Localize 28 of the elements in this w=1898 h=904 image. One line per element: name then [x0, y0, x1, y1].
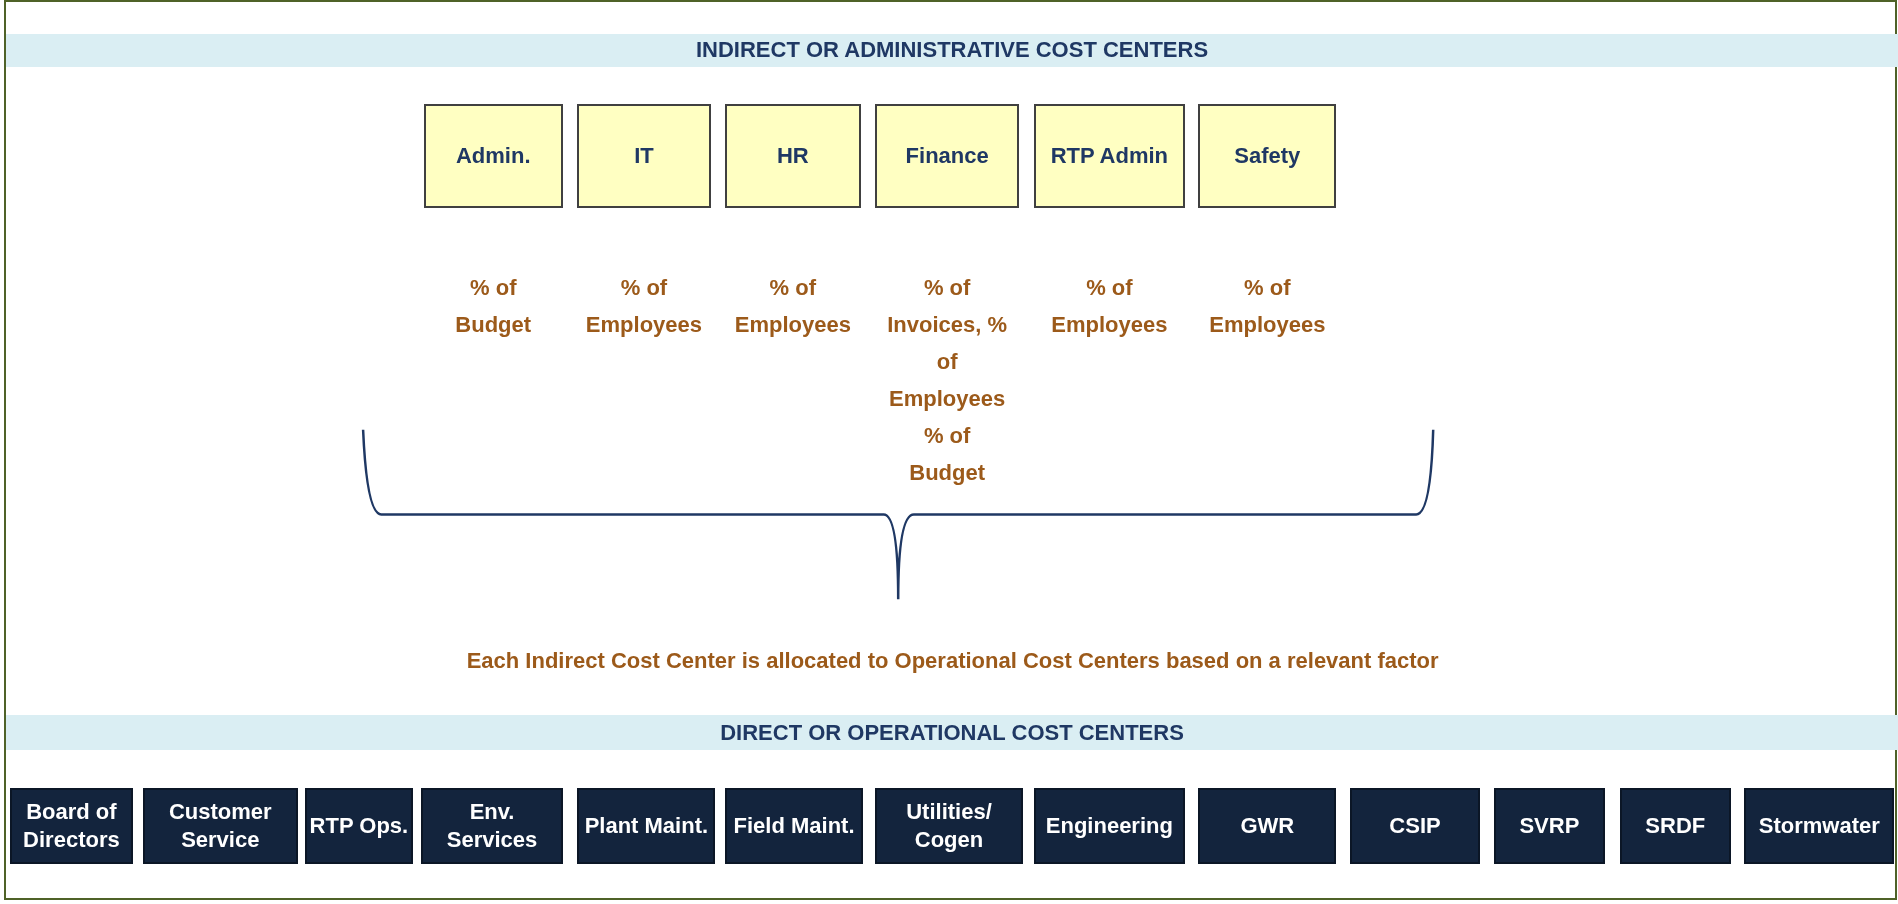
allocation-factor-text: % of Employees	[1208, 273, 1327, 339]
cost-center-box: Field Maint.	[725, 788, 864, 865]
cost-center-box: Admin.	[423, 104, 563, 209]
cost-center-box: Utilities/ Cogen	[875, 788, 1023, 865]
allocation-factor-text: % of Invoices, % of Employees % of Budget	[886, 273, 1009, 487]
cost-center-box: SVRP	[1493, 788, 1606, 865]
cost-center-box: GWR	[1198, 788, 1337, 865]
cost-center-box: RTP Ops.	[305, 788, 413, 865]
cost-center-box: Customer Service	[142, 788, 298, 865]
section-band: INDIRECT OR ADMINISTRATIVE COST CENTERS	[6, 33, 1898, 67]
cost-center-box: Engineering	[1033, 788, 1185, 865]
note-text: Each Indirect Cost Center is allocated to Operational Cost Centers based on a relevant factor	[466, 647, 1439, 674]
cost-center-box: Safety	[1198, 104, 1337, 209]
cost-center-box: HR	[725, 104, 861, 209]
allocation-factor-text: % of Employees	[1050, 273, 1169, 339]
cost-center-box: Env. Services	[421, 788, 563, 865]
cost-center-box: Plant Maint.	[577, 788, 716, 865]
cost-center-box: SRDF	[1619, 788, 1731, 865]
allocation-factor-text: % of Budget	[454, 273, 533, 339]
allocation-factor-text: % of Employees	[733, 273, 852, 339]
cost-center-box: IT	[577, 104, 711, 209]
cost-center-box: CSIP	[1349, 788, 1481, 865]
cost-center-box: Stormwater	[1744, 788, 1895, 865]
cost-center-box: Finance	[875, 104, 1020, 209]
cost-center-box: Board of Directors	[9, 788, 134, 865]
allocation-factor-text: % of Employees	[584, 273, 704, 339]
section-band: DIRECT OR OPERATIONAL COST CENTERS	[6, 715, 1898, 751]
cost-center-box: RTP Admin	[1033, 104, 1185, 209]
